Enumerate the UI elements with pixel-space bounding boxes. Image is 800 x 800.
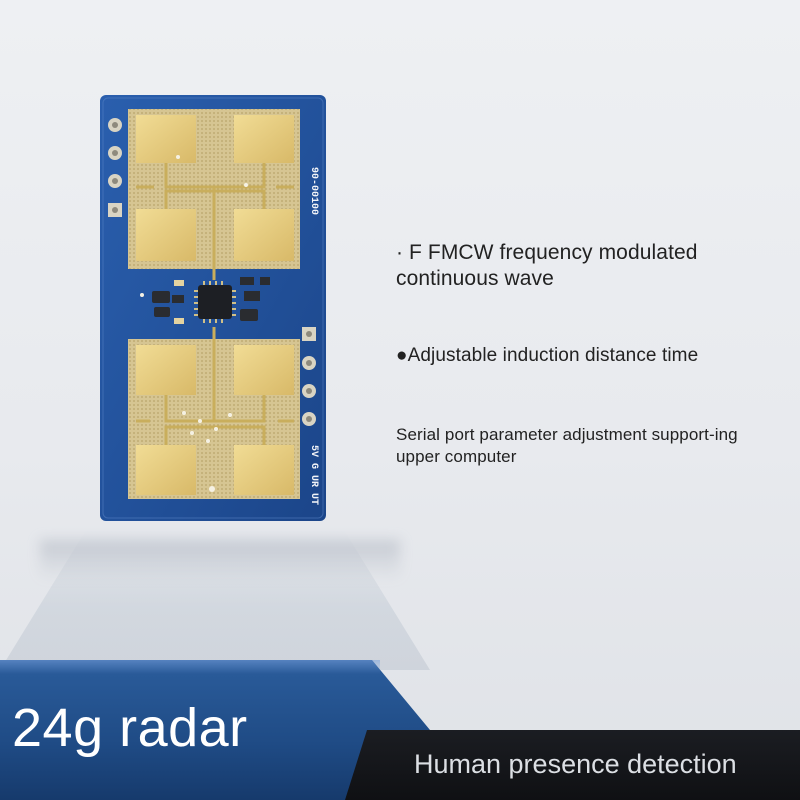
lower-patch-antennas [136,345,294,495]
pin-header-pads [302,327,316,426]
radar-chip [194,281,236,323]
product-title: 24g radar [12,698,248,758]
lower-feed-lines [136,327,294,445]
smd-components [152,277,270,324]
mounting-pads-left [108,118,122,217]
radar-pcb-board: 90-00100 5V G UR UT [100,95,326,521]
product-subtitle: Human presence detection [414,749,737,779]
title-banner-shine [0,660,380,674]
upper-feed-lines [136,163,294,280]
pcb-model-label: 90-00100 [308,167,319,215]
board-shadow [40,540,400,580]
feature-serial-port: Serial port parameter adjustment support… [396,425,738,466]
vias [140,155,248,492]
upper-patch-antennas [136,115,294,261]
feature-adjustable-distance: ●Adjustable induction distance time [396,345,699,366]
subtitle-banner [345,730,800,800]
feature-fmcw: · F FMCW frequency modulated continuous … [396,241,698,290]
pcb-pin-labels: 5V G UR UT [308,445,319,505]
